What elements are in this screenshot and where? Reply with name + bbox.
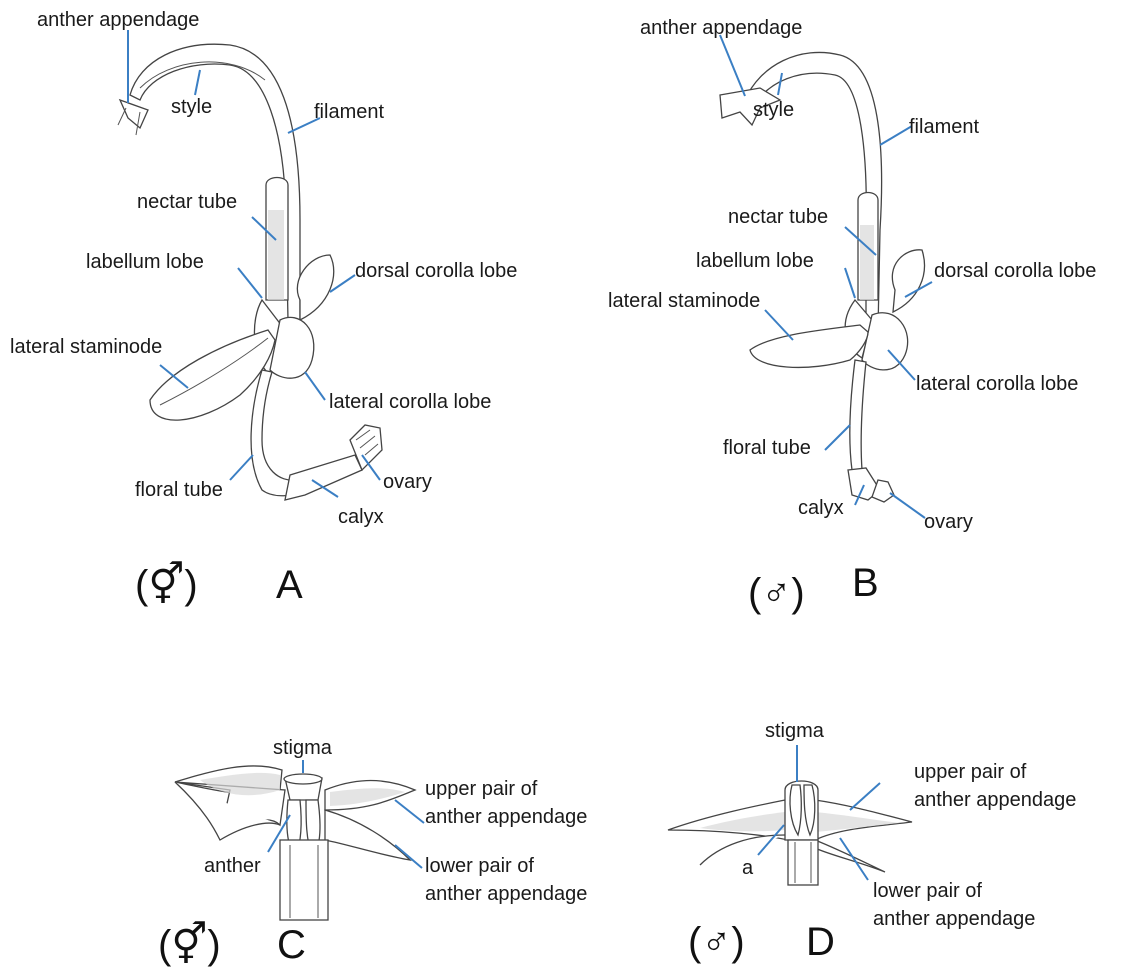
label-stigma: stigma <box>273 737 333 759</box>
panel-a-letter: A <box>276 563 303 607</box>
panel-b-sex-symbol: (♂) <box>748 571 805 615</box>
label-calyx: calyx <box>338 506 384 528</box>
panel-a-sex-symbol: (⚥) <box>135 561 198 607</box>
panel-c: stigma upper pair of anther appendage an… <box>158 737 587 967</box>
label-dorsal-corolla-lobe: dorsal corolla lobe <box>934 260 1096 282</box>
label-ovary: ovary <box>383 471 432 493</box>
panel-d-sex-symbol: (♂) <box>688 920 745 964</box>
label-anther-appendage: anther appendage <box>37 9 199 31</box>
label-floral-tube: floral tube <box>135 479 223 501</box>
label-filament: filament <box>314 101 384 123</box>
label-labellum-lobe: labellum lobe <box>696 250 814 272</box>
label-labellum-lobe: labellum lobe <box>86 251 204 273</box>
panel-c-drawing <box>175 766 415 920</box>
label-nectar-tube: nectar tube <box>137 191 237 213</box>
label-lower-pair-1: lower pair of <box>425 855 534 877</box>
panel-c-sex-symbol: (⚥) <box>158 921 221 967</box>
label-calyx: calyx <box>798 497 844 519</box>
label-nectar-tube: nectar tube <box>728 206 828 228</box>
label-style: style <box>171 96 212 118</box>
panel-b-drawing <box>720 52 924 502</box>
label-stigma: stigma <box>765 720 825 742</box>
panel-d-letter: D <box>806 920 835 964</box>
label-upper-pair-1: upper pair of <box>914 761 1027 783</box>
panel-d: stigma upper pair of anther appendage a … <box>668 720 1076 964</box>
label-upper-pair-2: anther appendage <box>914 789 1076 811</box>
panel-b-letter: B <box>852 561 879 605</box>
label-lateral-corolla-lobe: lateral corolla lobe <box>916 373 1078 395</box>
label-lower-pair-2: anther appendage <box>425 883 587 905</box>
panel-d-drawing <box>668 781 912 885</box>
label-lateral-staminode: lateral staminode <box>608 290 760 312</box>
label-filament: filament <box>909 116 979 138</box>
label-a: a <box>742 857 754 879</box>
label-ovary: ovary <box>924 511 973 533</box>
panel-a: anther appendage style filament nectar t… <box>10 9 517 607</box>
label-dorsal-corolla-lobe: dorsal corolla lobe <box>355 260 517 282</box>
label-upper-pair-2: anther appendage <box>425 806 587 828</box>
label-upper-pair-1: upper pair of <box>425 778 538 800</box>
panel-b: anther appendage style filament nectar t… <box>608 17 1096 615</box>
label-anther: anther <box>204 855 261 877</box>
panel-c-letter: C <box>277 923 306 967</box>
label-lateral-corolla-lobe: lateral corolla lobe <box>329 391 491 413</box>
label-lateral-staminode: lateral staminode <box>10 336 162 358</box>
label-style: style <box>753 99 794 121</box>
label-floral-tube: floral tube <box>723 437 811 459</box>
label-lower-pair-2: anther appendage <box>873 908 1035 930</box>
label-lower-pair-1: lower pair of <box>873 880 982 902</box>
label-anther-appendage: anther appendage <box>640 17 802 39</box>
